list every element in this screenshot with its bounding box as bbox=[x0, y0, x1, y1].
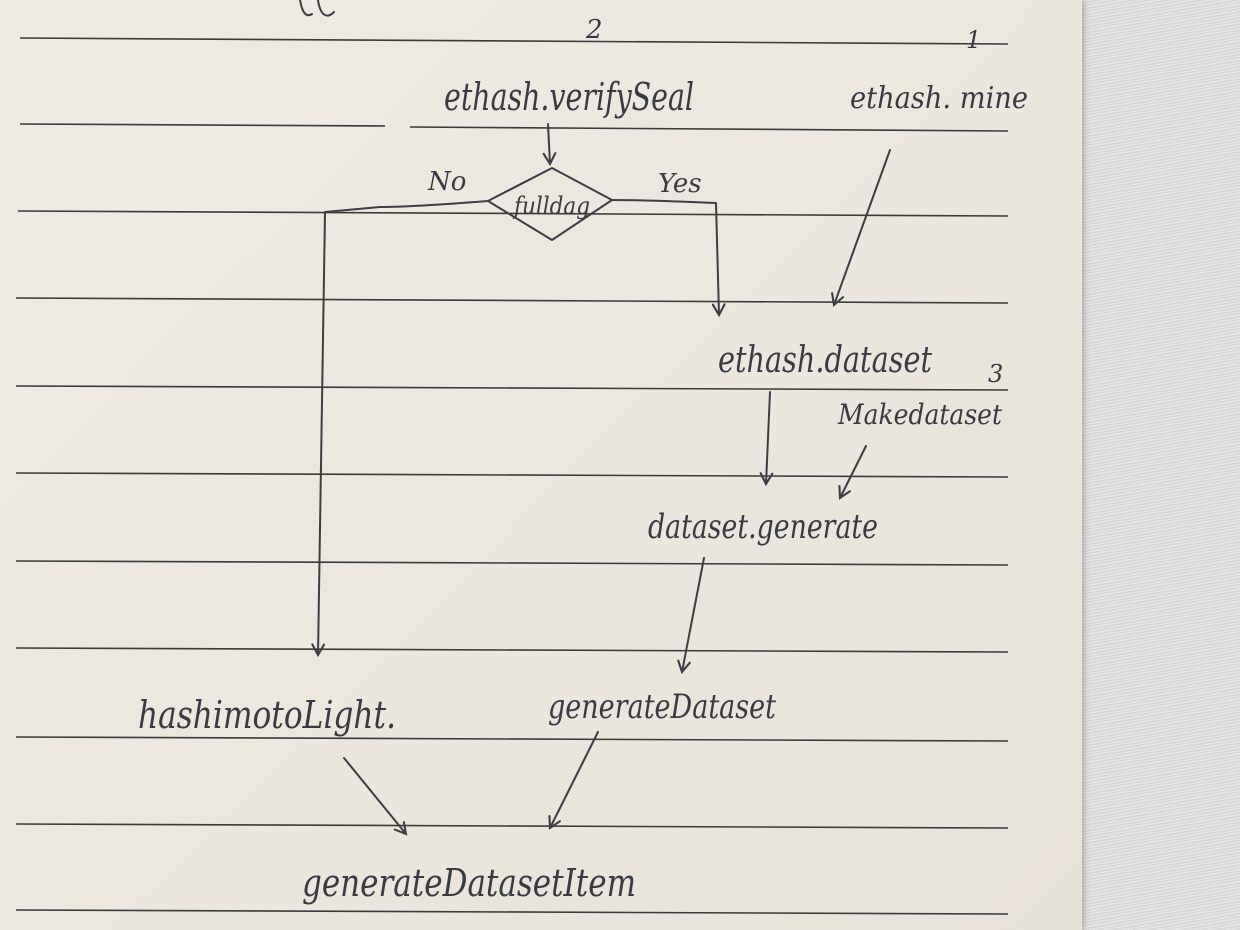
ruled-line bbox=[19, 37, 1009, 45]
ruled-line bbox=[15, 385, 1009, 391]
ruled-line bbox=[15, 560, 1009, 566]
arrow-dataset-to-dataset-generate bbox=[759, 391, 774, 487]
arrow-mine-to-dataset bbox=[831, 149, 891, 308]
step-number-one: 1 bbox=[966, 26, 981, 54]
arrow-dataset-generate-to-generate-dataset bbox=[677, 557, 705, 675]
arrow-verify-seal-to-decision bbox=[542, 123, 557, 167]
node-dataset-generate: dataset.generate bbox=[648, 507, 878, 547]
branch-label-yes: Yes bbox=[658, 169, 702, 199]
ruled-line bbox=[15, 909, 1009, 915]
node-generate-dataset: generateDataset bbox=[548, 687, 776, 727]
ruled-line bbox=[17, 210, 1009, 217]
arrow-generate-dataset-to-item bbox=[548, 731, 599, 830]
flowchart-diagram: 2 1 3 ethash.verifySeal ethash. mine eth… bbox=[15, 0, 1028, 915]
cropped-scribble bbox=[299, 0, 335, 17]
ruled-line bbox=[15, 736, 1009, 742]
branch-label-no: No bbox=[427, 167, 466, 197]
node-generate-dataset-item: generateDatasetItem bbox=[302, 861, 636, 905]
step-number-two: 2 bbox=[585, 15, 603, 45]
notebook-page: 2 1 3 ethash.verifySeal ethash. mine eth… bbox=[0, 0, 1082, 930]
ruled-line bbox=[15, 647, 1009, 653]
node-make-dataset: Makedataset bbox=[837, 398, 1003, 431]
arrow-decision-no-to-hashimoto-light bbox=[311, 200, 489, 658]
ruled-lines bbox=[15, 37, 1009, 915]
node-verify-seal: ethash.verifySeal bbox=[444, 75, 694, 119]
arrow-decision-yes-to-dataset bbox=[611, 199, 726, 318]
notebook-page-edges bbox=[1078, 0, 1240, 930]
ruled-line bbox=[15, 823, 1009, 829]
ruled-line bbox=[15, 472, 1009, 478]
ruled-line bbox=[19, 123, 386, 127]
ruled-line bbox=[15, 297, 1009, 304]
node-hashimoto-light: hashimotoLight. bbox=[138, 693, 396, 737]
step-number-three: 3 bbox=[988, 360, 1003, 388]
node-mine: ethash. mine bbox=[850, 81, 1028, 116]
ruled-line bbox=[409, 126, 1009, 132]
arrow-hashimoto-light-to-item bbox=[343, 757, 408, 836]
node-dataset: ethash.dataset bbox=[718, 340, 932, 381]
decision-label: fulldag bbox=[512, 192, 590, 220]
arrow-make-dataset-to-dataset-generate bbox=[838, 445, 867, 500]
